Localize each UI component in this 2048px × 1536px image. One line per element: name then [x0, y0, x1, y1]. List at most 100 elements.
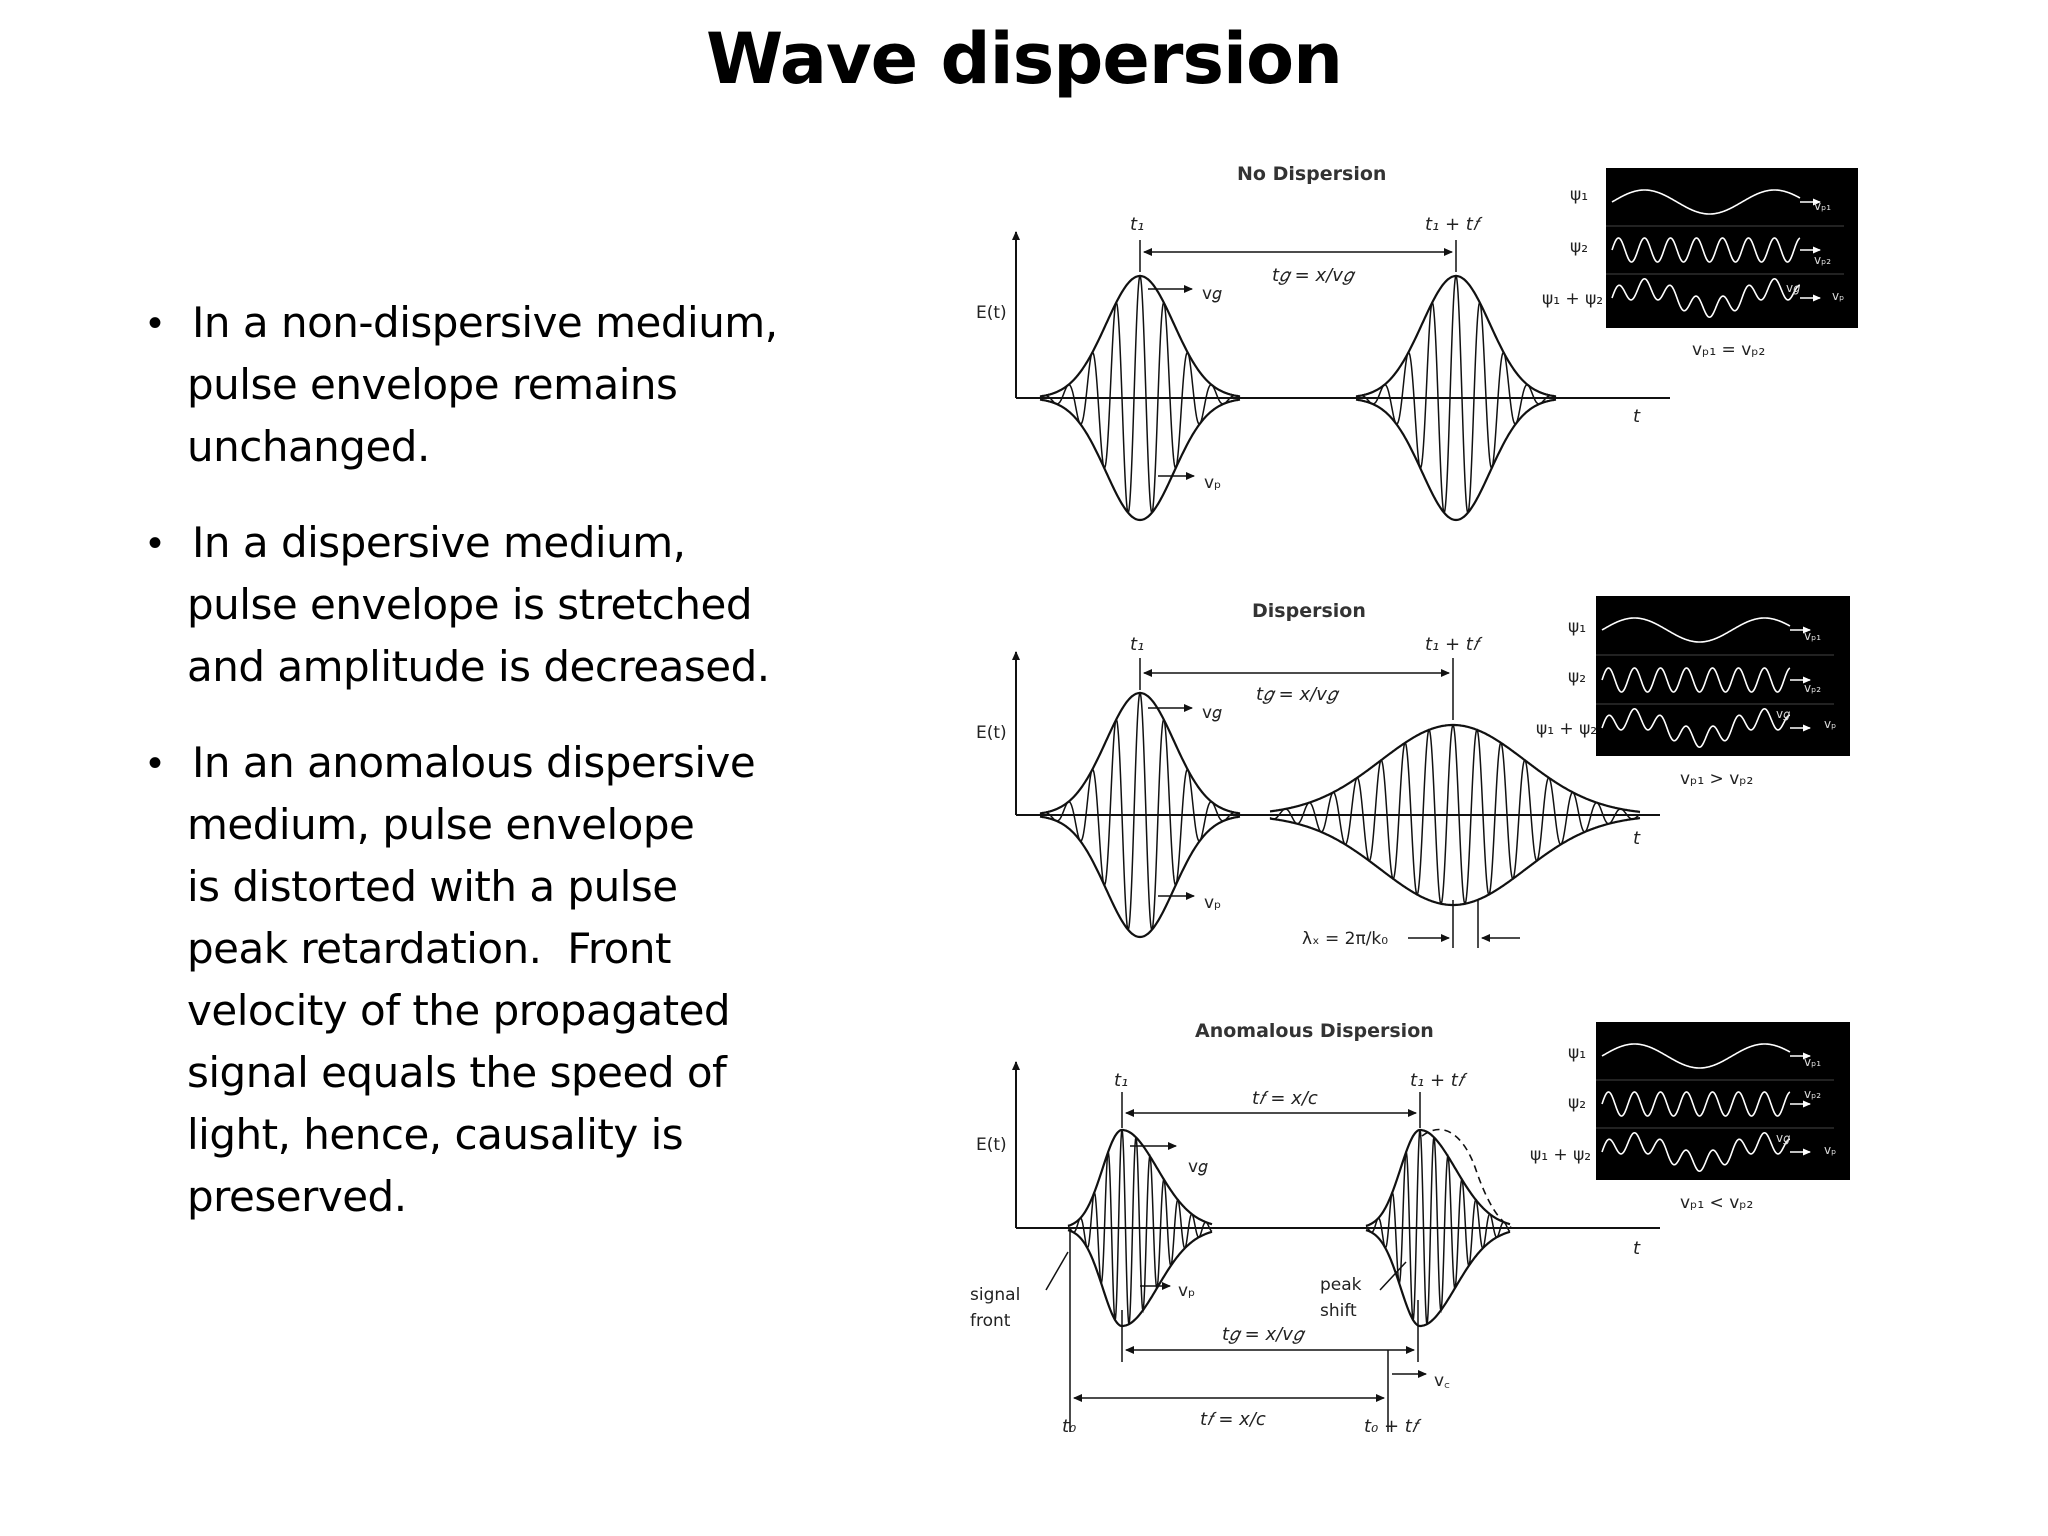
group-delay-label: t𝑔 = x/v𝑔 [1222, 1324, 1306, 1345]
t1-label: t₁ [1130, 634, 1144, 655]
inset-caption: vₚ₁ = vₚ₂ [1692, 340, 1765, 360]
bullet-line: In a non-dispersive medium, [192, 298, 778, 347]
vg-label: v𝑔 [1188, 1157, 1208, 1177]
wave-packet-2-distorted [1365, 1128, 1511, 1328]
inset-caption: vₚ₁ < vₚ₂ [1680, 1193, 1753, 1213]
undistorted-envelope [1421, 1128, 1513, 1229]
bullet-line: In an anomalous dispersive [192, 738, 756, 787]
psi-sum-label: ψ₁ + ψ₂ [1530, 1145, 1591, 1165]
signal-front-label: front [970, 1311, 1011, 1331]
bullet-icon: • [148, 521, 163, 565]
bullet-line: is distorted with a pulse [187, 862, 678, 911]
wave-packet-1 [1067, 1128, 1213, 1328]
peak-shift-label: shift [1320, 1301, 1357, 1321]
bullet-list: • In a non-dispersive medium, pulse enve… [148, 292, 848, 1262]
panel-dispersion: Dispersion E(t) t t₁ t₁ + t𝑓 t𝑔 = x/v𝑔 v… [976, 596, 1850, 949]
wave-packet-1 [1039, 274, 1241, 522]
panel-title: No Dispersion [1237, 163, 1386, 185]
t0f-label: t₀ + t𝑓 [1364, 1416, 1422, 1437]
panel-title: Dispersion [1252, 600, 1366, 622]
inset-wave [1601, 1131, 1790, 1173]
bullet-line: light, hence, causality is [187, 1110, 684, 1159]
envelope-bottom [1067, 1229, 1213, 1328]
bullet-item: • In a dispersive medium, pulse envelope… [148, 512, 848, 698]
inset-wave [1611, 277, 1800, 319]
inset-background [1596, 1022, 1850, 1180]
t0-label: t₀ [1062, 1416, 1076, 1437]
phase-velocity-inset: ψ₁ ψ₂ ψ₁ + ψ₂ vₚ₁ vₚ₂ v𝑔 vₚ vₚ₁ < vₚ₂ [1530, 1022, 1850, 1213]
carrier-wave [1039, 274, 1241, 514]
vg-label: v𝑔 [1202, 284, 1222, 304]
vp-inset-label: vₚ [1832, 289, 1844, 303]
delay-label: t𝑔 = x/v𝑔 [1272, 265, 1356, 286]
inset-background [1606, 168, 1858, 328]
bullet-line: unchanged. [187, 422, 430, 471]
inset-wave [1611, 189, 1801, 215]
wave-packet-1 [1039, 691, 1241, 939]
inset-wave [1601, 617, 1791, 643]
delay-label: t𝑔 = x/v𝑔 [1256, 684, 1340, 705]
t1-label: t₁ [1114, 1070, 1128, 1091]
signal-front-pointer [1045, 1251, 1069, 1291]
peak-shift-pointer [1379, 1261, 1407, 1291]
psi1-label: ψ₁ [1568, 617, 1586, 637]
envelope-bottom [1365, 1229, 1511, 1328]
bullet-item: • In a non-dispersive medium, pulse enve… [148, 292, 848, 478]
psi2-label: ψ₂ [1570, 237, 1588, 257]
t-axis-label: t [1633, 406, 1641, 427]
psi1-label: ψ₁ [1570, 185, 1588, 205]
vp1-label: vₚ₁ [1814, 199, 1831, 213]
wave-packet-2-stretched [1269, 723, 1641, 907]
signal-front-label: signal [970, 1285, 1020, 1305]
envelope-bottom [1039, 815, 1241, 939]
bullet-line: preserved. [187, 1172, 407, 1221]
bullet-icon: • [148, 301, 163, 345]
bullet-line: pulse envelope remains [187, 360, 678, 409]
vp2-label: vₚ₂ [1814, 253, 1831, 267]
y-axis-label: E(t) [976, 1135, 1007, 1155]
vp1-label: vₚ₁ [1804, 629, 1821, 643]
envelope-top [1067, 1128, 1213, 1227]
psi-sum-label: ψ₁ + ψ₂ [1542, 289, 1603, 309]
wave-packet-2 [1355, 274, 1557, 522]
t1-label: t₁ [1130, 214, 1144, 235]
psi1-label: ψ₁ [1568, 1043, 1586, 1063]
phase-velocity-inset: ψ₁ ψ₂ ψ₁ + ψ₂ vₚ₁ vₚ₂ v𝑔 vₚ vₚ₁ > vₚ₂ [1536, 596, 1850, 789]
envelope-bottom [1039, 398, 1241, 522]
bullet-line: pulse envelope is stretched [187, 580, 753, 629]
vc-label: v꜀ [1434, 1371, 1450, 1391]
carrier-wave [1365, 1129, 1511, 1325]
t-axis-label: t [1633, 828, 1641, 849]
bullet-line: medium, pulse envelope [187, 800, 695, 849]
envelope-top [1365, 1128, 1511, 1227]
vg-label: v𝑔 [1202, 703, 1222, 723]
carrier-wave [1269, 723, 1641, 906]
panel-title: Anomalous Dispersion [1195, 1020, 1434, 1042]
psi2-label: ψ₂ [1568, 1093, 1586, 1113]
vp-label: vₚ [1178, 1281, 1195, 1301]
vp-label: vₚ [1204, 473, 1221, 493]
inset-wave [1601, 1091, 1791, 1117]
envelope-bottom [1355, 398, 1557, 522]
slide-title: Wave dispersion [706, 18, 1343, 100]
t-axis-label: t [1633, 1238, 1641, 1259]
bullet-line: peak retardation. Front [187, 924, 671, 973]
vp2-label: vₚ₂ [1804, 1087, 1821, 1101]
vg-inset-label: v𝑔 [1776, 707, 1790, 721]
peak-shift-label: peak [1320, 1275, 1362, 1295]
inset-caption: vₚ₁ > vₚ₂ [1680, 769, 1753, 789]
vp1-label: vₚ₁ [1804, 1055, 1821, 1069]
psi2-label: ψ₂ [1568, 667, 1586, 687]
bullet-line: In a dispersive medium, [192, 518, 686, 567]
vp-label: vₚ [1204, 893, 1221, 913]
front-delay-label: t𝑓 = x/c [1252, 1088, 1318, 1109]
y-axis-label: E(t) [976, 723, 1007, 743]
envelope-bottom [1269, 817, 1641, 907]
bullet-line: and amplitude is decreased. [187, 642, 770, 691]
vg-inset-label: v𝑔 [1776, 1131, 1790, 1145]
panel-no-dispersion: No Dispersion E(t) t t₁ t₁ + t𝑓 t𝑔 = x/v… [976, 163, 1858, 522]
t2-label: t₁ + t𝑓 [1425, 634, 1483, 655]
inset-wave [1601, 1043, 1791, 1069]
bullet-icon: • [148, 741, 163, 785]
